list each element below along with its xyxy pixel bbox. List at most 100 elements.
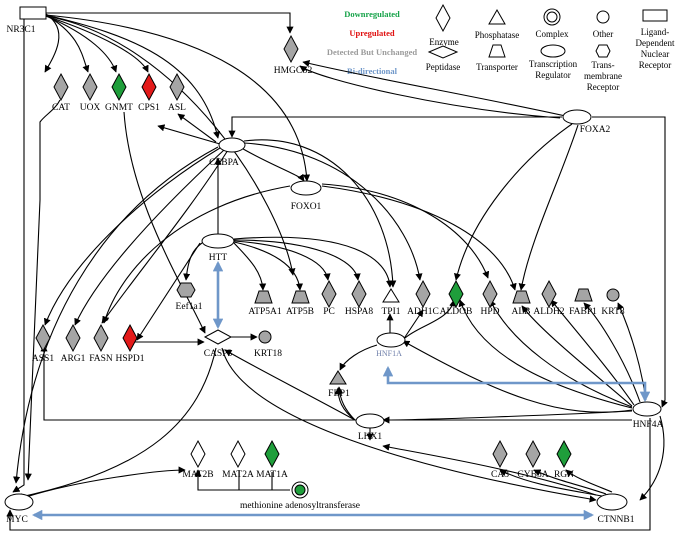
node-hspa8-label: HSPA8 xyxy=(345,307,373,317)
node-gnmt[interactable] xyxy=(111,72,127,102)
legend-ligand-receptor-icon xyxy=(642,9,668,22)
node-pc[interactable] xyxy=(321,279,337,309)
node-ass1-label: ASS1 xyxy=(32,354,54,364)
hnf1a-hnf4a-bidirectional xyxy=(382,365,651,403)
node-gnmt-label: GNMT xyxy=(105,103,133,113)
node-eef1a1-label: Eef1a1 xyxy=(176,301,203,312)
legend-ligand-line4: Receptor xyxy=(639,60,671,70)
node-cyb5a-label: CYB5A xyxy=(517,470,548,480)
legend-phosphatase-label: Phosphatase xyxy=(475,30,520,40)
legend-peptidase-label: Peptidase xyxy=(426,62,461,72)
node-hnf4a-label: HNF4A xyxy=(633,420,664,430)
node-foxo1[interactable] xyxy=(290,180,322,196)
node-arg1-label: ARG1 xyxy=(61,354,86,364)
node-aldob-label: ALDOB xyxy=(440,307,473,317)
node-myc[interactable] xyxy=(4,493,34,511)
node-hpd[interactable] xyxy=(482,279,498,309)
legend-transporter-icon xyxy=(488,44,506,58)
node-krt8-label: KRT8 xyxy=(601,307,624,317)
node-krt8[interactable] xyxy=(606,288,620,302)
node-fbp1[interactable] xyxy=(329,370,347,385)
node-tpi1-label: TPI1 xyxy=(382,307,401,317)
node-casp3[interactable] xyxy=(203,329,233,345)
node-cebpa-label: CEBPA xyxy=(209,158,239,168)
node-hspa8[interactable] xyxy=(351,279,367,309)
node-nr3c1-label: NR3C1 xyxy=(6,25,35,35)
node-aldh2-label: ALDH2 xyxy=(533,307,564,317)
legend-enzyme-icon xyxy=(435,3,451,33)
node-mat1a-label: MAT1A xyxy=(256,470,288,480)
node-mat2b[interactable] xyxy=(190,439,206,469)
node-lhx1[interactable] xyxy=(355,413,385,429)
legend-bidirectional: Bi-directional xyxy=(347,66,398,76)
legend-other-icon xyxy=(596,10,610,24)
node-arg1[interactable] xyxy=(65,323,81,353)
node-uox-label: UOX xyxy=(80,103,101,113)
legend: Downregulated Upregulated Detected But U… xyxy=(327,3,675,92)
legend-upregulated: Upregulated xyxy=(349,28,394,38)
node-krt18-label: KRT18 xyxy=(254,349,282,359)
legend-transporter-label: Transporter xyxy=(476,62,518,72)
node-alb-label: ALB xyxy=(512,307,531,317)
legend-downregulated: Downregulated xyxy=(344,9,400,19)
legend-other-label: Other xyxy=(593,29,614,39)
node-atp5b-label: ATP5B xyxy=(286,307,314,317)
node-fasn[interactable] xyxy=(93,323,109,353)
node-fabp1[interactable] xyxy=(574,288,593,302)
node-cps1[interactable] xyxy=(141,72,157,102)
node-lhx1-label: LHX1 xyxy=(358,432,383,442)
legend-ligand-line2: Dependent xyxy=(636,38,675,48)
node-cat-label: CAT xyxy=(52,103,70,113)
node-eef1a1[interactable] xyxy=(176,282,196,298)
node-ctnnb1[interactable] xyxy=(596,493,628,511)
node-hpd-label: HPD xyxy=(480,307,499,317)
legend-unchanged: Detected But Unchanged xyxy=(327,47,417,57)
node-mat2b-label: MAT2B xyxy=(182,470,213,480)
node-casp3-label: CASP3 xyxy=(204,349,233,359)
node-htt-label: HTT xyxy=(209,253,228,263)
node-aldh2[interactable] xyxy=(541,279,557,309)
node-adh1c-label: ADH1C xyxy=(407,307,439,317)
node-mat1a[interactable] xyxy=(264,439,280,469)
node-hmgcs2[interactable] xyxy=(283,34,299,64)
node-cyb5a[interactable] xyxy=(525,439,541,469)
bidirectional-edges xyxy=(31,260,651,521)
node-hspd1-label: HSPD1 xyxy=(115,354,144,364)
node-cebpa[interactable] xyxy=(218,137,246,153)
node-uox[interactable] xyxy=(82,72,98,102)
node-foxa2[interactable] xyxy=(562,109,592,125)
nodes: NR3C1 HMGCS2 CAT UOX GNMT CPS1 ASL FOXA2… xyxy=(4,6,664,525)
node-ctnnb1-label: CTNNB1 xyxy=(598,515,635,525)
node-adh1c[interactable] xyxy=(415,279,431,309)
node-fabp1-label: FABP1 xyxy=(569,307,597,317)
node-hnf4a[interactable] xyxy=(632,401,662,417)
node-rgn[interactable] xyxy=(556,439,572,469)
node-atp5b[interactable] xyxy=(291,290,310,304)
node-foxo1-label: FOXO1 xyxy=(291,202,322,212)
node-krt18[interactable] xyxy=(258,330,272,344)
node-alb[interactable] xyxy=(512,290,531,304)
legend-complex-label: Complex xyxy=(536,29,569,39)
legend-treg-line1: Transcription xyxy=(529,59,578,69)
node-hspd1[interactable] xyxy=(122,323,138,353)
node-hmgcs2-label: HMGCS2 xyxy=(274,66,313,76)
node-asl[interactable] xyxy=(169,72,185,102)
node-mat2a[interactable] xyxy=(230,439,246,469)
node-foxa2-label: FOXA2 xyxy=(580,125,611,135)
node-atp5a1[interactable] xyxy=(254,290,273,304)
node-asl-label: ASL xyxy=(168,103,186,113)
node-hnf1a[interactable] xyxy=(376,332,406,348)
node-tpi1[interactable] xyxy=(382,288,400,303)
node-fasn-label: FASN xyxy=(89,354,113,364)
node-myc-label: MYC xyxy=(6,515,28,525)
node-nr3c1[interactable] xyxy=(19,6,47,20)
node-aldob[interactable] xyxy=(448,279,464,309)
node-ca3[interactable] xyxy=(492,439,508,469)
node-ass1[interactable] xyxy=(35,323,51,353)
node-htt[interactable] xyxy=(201,233,235,249)
node-rgn-label: RGN xyxy=(554,470,574,480)
node-pc-label: PC xyxy=(323,307,335,317)
node-cat[interactable] xyxy=(53,72,69,102)
